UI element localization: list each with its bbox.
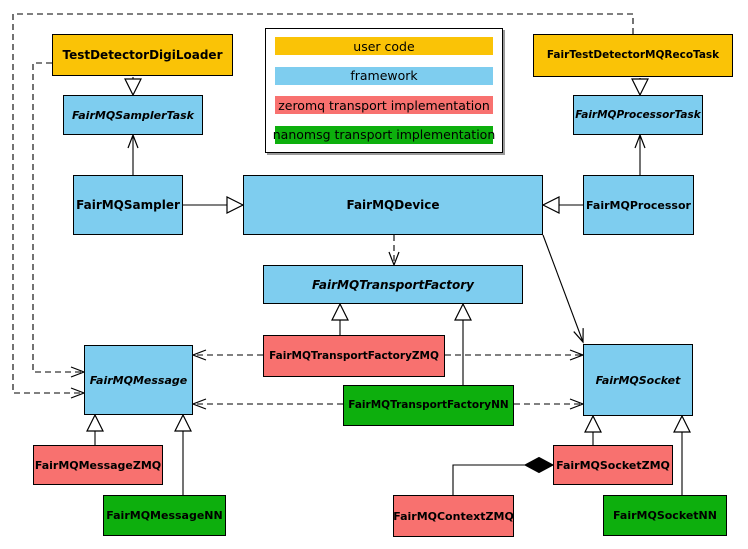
composition-socketzmq-to-contextzmq [452, 464, 527, 495]
node-fairmqcontextzmq: FairMQContextZMQ [393, 495, 514, 537]
node-fairmqmessagenn: FairMQMessageNN [103, 495, 226, 536]
legend-item-zeromq: zeromq transport implementation [275, 96, 493, 115]
association-device-to-socket [542, 234, 584, 344]
node-fairmqmessage: FairMQMessage [84, 345, 193, 415]
legend-item-user-code: user code [275, 37, 493, 55]
node-fairmqtransportfactory: FairMQTransportFactory [263, 265, 523, 304]
legend-item-framework: framework [275, 66, 493, 85]
node-testdetectordigiloader: TestDetectorDigiLoader [52, 34, 233, 76]
dependency-recotask-to-message [12, 13, 634, 399]
node-fairmqsamplertask: FairMQSamplerTask [63, 95, 203, 135]
node-fairmqprocessor: FairMQProcessor [583, 175, 694, 235]
composition-diamond [523, 456, 555, 474]
node-fairmqtransportfactoryzmq: FairMQTransportFactoryZMQ [263, 335, 445, 377]
node-fairmqsocketnn: FairMQSocketNN [603, 495, 727, 536]
node-fairmqsocketzmq: FairMQSocketZMQ [553, 445, 673, 485]
node-fairtestdetectormqrecotask: FairTestDetectorMQRecoTask [533, 34, 733, 77]
node-fairmqsocket: FairMQSocket [583, 344, 693, 416]
node-fairmqmessagezmq: FairMQMessageZMQ [33, 445, 163, 485]
node-fairmqtransportfactorynn: FairMQTransportFactoryNN [343, 385, 514, 426]
node-fairmqsampler: FairMQSampler [73, 175, 183, 235]
legend: user code framework zeromq transport imp… [265, 28, 503, 153]
legend-item-nanomsg: nanomsg transport implementation [272, 125, 496, 144]
dependency-digiloader-to-message [32, 62, 86, 378]
node-fairmqprocessortask: FairMQProcessorTask [573, 95, 703, 135]
node-fairmqdevice: FairMQDevice [243, 175, 543, 235]
